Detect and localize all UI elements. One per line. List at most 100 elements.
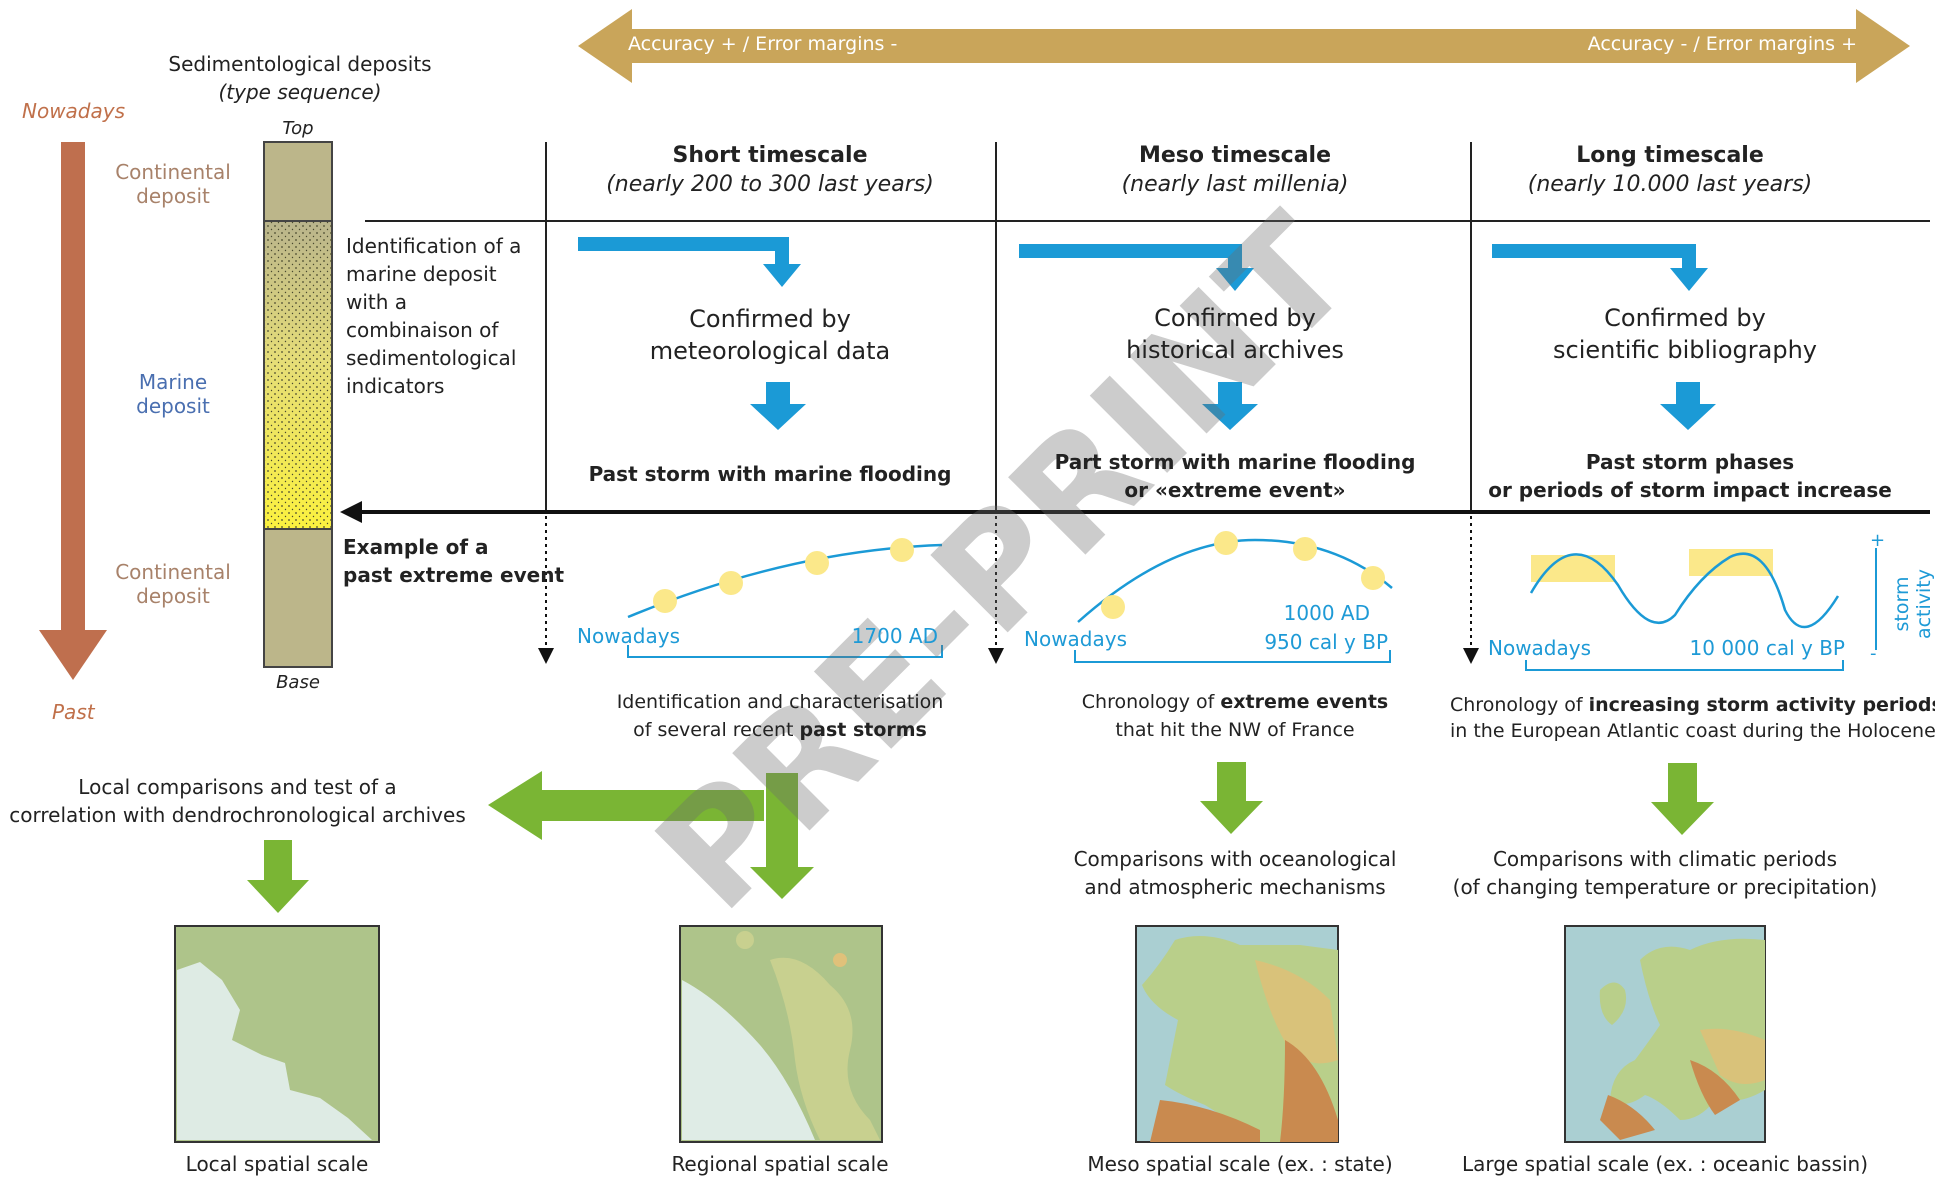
- meso-description-bold: extreme events: [1220, 691, 1389, 713]
- meso-confirmed-line: historical archives: [1126, 336, 1344, 364]
- long-description: Chronology of increasing storm activity …: [1450, 692, 1935, 744]
- meso-confirmed-text: Confirmed by historical archives: [1010, 302, 1460, 366]
- large-scale-caption: Large spatial scale (ex. : oceanic bassi…: [1461, 1152, 1869, 1176]
- sediment-title: Sedimentological deposits: [168, 52, 432, 76]
- lower-continental-deposit: Continental deposit: [115, 560, 231, 608]
- long-timescale-title: Long timescale: [1576, 143, 1764, 168]
- marine-deposit-arrow: [340, 501, 1930, 523]
- long-result: Past storm phases or periods of storm im…: [1480, 448, 1900, 504]
- local-map: [174, 925, 380, 1143]
- short-description-bold: past storms: [799, 719, 927, 741]
- regional-scale-caption: Regional spatial scale: [671, 1152, 889, 1176]
- meso-description-line: Chronology of extreme events: [1020, 688, 1450, 716]
- short-timescale-chart: [627, 538, 943, 658]
- identification-line: sedimentological: [346, 346, 517, 370]
- long-description-bold: increasing storm activity periods: [1588, 694, 1935, 716]
- long-comparison-line: Comparisons with climatic periods: [1492, 847, 1838, 871]
- marine-deposit-label: Marine deposit: [136, 370, 210, 418]
- timescale-grid: [365, 142, 1930, 510]
- green-arrows: [247, 762, 1714, 913]
- meso-description: Chronology of extreme events that hit th…: [1020, 688, 1450, 744]
- identification-line: marine deposit: [346, 262, 497, 286]
- local-comparison-line: Local comparisons and test of a: [78, 775, 397, 799]
- long-axis-right: 10 000 cal y BP: [1689, 636, 1845, 660]
- long-confirmed-text: Confirmed by scientific bibliography: [1480, 302, 1890, 366]
- long-description-line: in the European Atlantic coast during th…: [1450, 720, 1935, 742]
- meso-result-line: or «extreme event»: [1124, 478, 1346, 502]
- long-confirmed-line: scientific bibliography: [1553, 336, 1817, 364]
- meso-axis-right-1: 1000 AD: [1283, 601, 1370, 625]
- long-axis-left: Nowadays: [1488, 636, 1592, 660]
- meso-map: [1135, 925, 1339, 1143]
- svg-text:PRE-PRINT: PRE-PRINT: [624, 184, 1383, 943]
- long-timescale-subtitle: (nearly 10.000 last years): [1527, 172, 1813, 197]
- long-comparison-line: (of changing temperature or precipitatio…: [1452, 875, 1878, 899]
- short-confirmed-text: Confirmed by meteorological data: [560, 303, 980, 367]
- long-description-part: Chronology of: [1450, 694, 1589, 716]
- regional-map: [679, 925, 883, 1143]
- accuracy-right-label: Accuracy - / Error margins +: [1587, 33, 1857, 55]
- short-description-line: Identification and characterisation: [616, 691, 944, 713]
- meso-description-part: Chronology of: [1081, 691, 1221, 713]
- sediment-column: [263, 141, 333, 668]
- dotted-down-arrows: [545, 516, 1472, 648]
- identification-line: combinaison of: [346, 318, 499, 342]
- short-timescale-subtitle: (nearly 200 to 300 last years): [606, 172, 934, 197]
- past-label: Past: [52, 700, 95, 724]
- meso-axis-right-2: 950 cal y BP: [1264, 630, 1388, 654]
- long-confirmed-line: Confirmed by: [1604, 304, 1766, 332]
- large-map: [1564, 925, 1766, 1143]
- long-description-line: Chronology of increasing storm activity …: [1450, 692, 1935, 718]
- local-scale-caption: Local spatial scale: [185, 1152, 369, 1176]
- identification-line: Identification of a: [346, 234, 522, 258]
- short-dotted-arrowhead: [538, 648, 554, 664]
- example-line: Example of a: [343, 535, 489, 559]
- sediment-top-label: Top: [282, 118, 314, 139]
- short-confirmed-line: Confirmed by: [689, 305, 851, 333]
- meso-result-line: Part storm with marine flooding: [1054, 450, 1416, 474]
- local-comparison-line: correlation with dendrochronological arc…: [9, 803, 466, 827]
- long-activity-label: storm activity: [1891, 568, 1935, 640]
- short-axis-right: 1700 AD: [851, 624, 938, 648]
- accuracy-double-arrow: [578, 9, 1910, 83]
- long-dotted-arrowhead: [1463, 648, 1479, 664]
- long-result-line: or periods of storm impact increase: [1488, 478, 1892, 502]
- meso-axis-left: Nowadays: [1024, 627, 1128, 651]
- accuracy-left-label: Accuracy + / Error margins -: [628, 33, 898, 55]
- short-description-line: of several recent past storms: [560, 716, 1000, 744]
- meso-comparison: Comparisons with oceanological and atmos…: [1010, 845, 1460, 901]
- example-text: Example of a past extreme event: [343, 533, 564, 589]
- meso-result: Part storm with marine flooding or «extr…: [1010, 448, 1460, 504]
- watermark: PRE-PRINT: [624, 184, 1383, 943]
- nowadays-label: Nowadays: [22, 99, 126, 123]
- example-line: past extreme event: [343, 563, 565, 587]
- meso-timescale-title: Meso timescale: [1138, 143, 1332, 168]
- long-timescale-chart: [1525, 548, 1877, 671]
- meso-comparison-line: and atmospheric mechanisms: [1084, 875, 1386, 899]
- short-axis-left: Nowadays: [577, 624, 681, 648]
- short-timescale-title: Short timescale: [672, 143, 868, 168]
- time-axis-arrow: [39, 142, 107, 680]
- short-confirmed-line: meteorological data: [649, 337, 891, 365]
- meso-dotted-arrowhead: [988, 648, 1004, 664]
- short-result: Past storm with marine flooding: [588, 462, 952, 486]
- meso-description-line: that hit the NW of France: [1115, 719, 1355, 741]
- identification-line: indicators: [346, 374, 445, 398]
- sediment-base-label: Base: [276, 672, 320, 693]
- long-activity-minus: -: [1870, 643, 1877, 664]
- upper-continental-deposit: Continental deposit: [115, 160, 231, 208]
- long-comparison: Comparisons with climatic periods (of ch…: [1440, 845, 1890, 901]
- meso-timescale-chart: [1074, 531, 1393, 663]
- meso-comparison-line: Comparisons with oceanological: [1073, 847, 1397, 871]
- meso-timescale-subtitle: (nearly last millenia): [1121, 172, 1349, 197]
- sediment-subtitle: (type sequence): [218, 80, 382, 104]
- long-activity-plus: +: [1870, 530, 1886, 551]
- meso-confirmed-line: Confirmed by: [1154, 304, 1316, 332]
- local-comparison: Local comparisons and test of a correlat…: [0, 773, 475, 829]
- identification-line: with a: [346, 290, 408, 314]
- cyan-confirm-arrows: [578, 237, 1716, 430]
- short-description: Identification and characterisation of s…: [560, 688, 1000, 744]
- identification-text: Identification of a marine deposit with …: [346, 232, 521, 400]
- long-result-line: Past storm phases: [1585, 450, 1795, 474]
